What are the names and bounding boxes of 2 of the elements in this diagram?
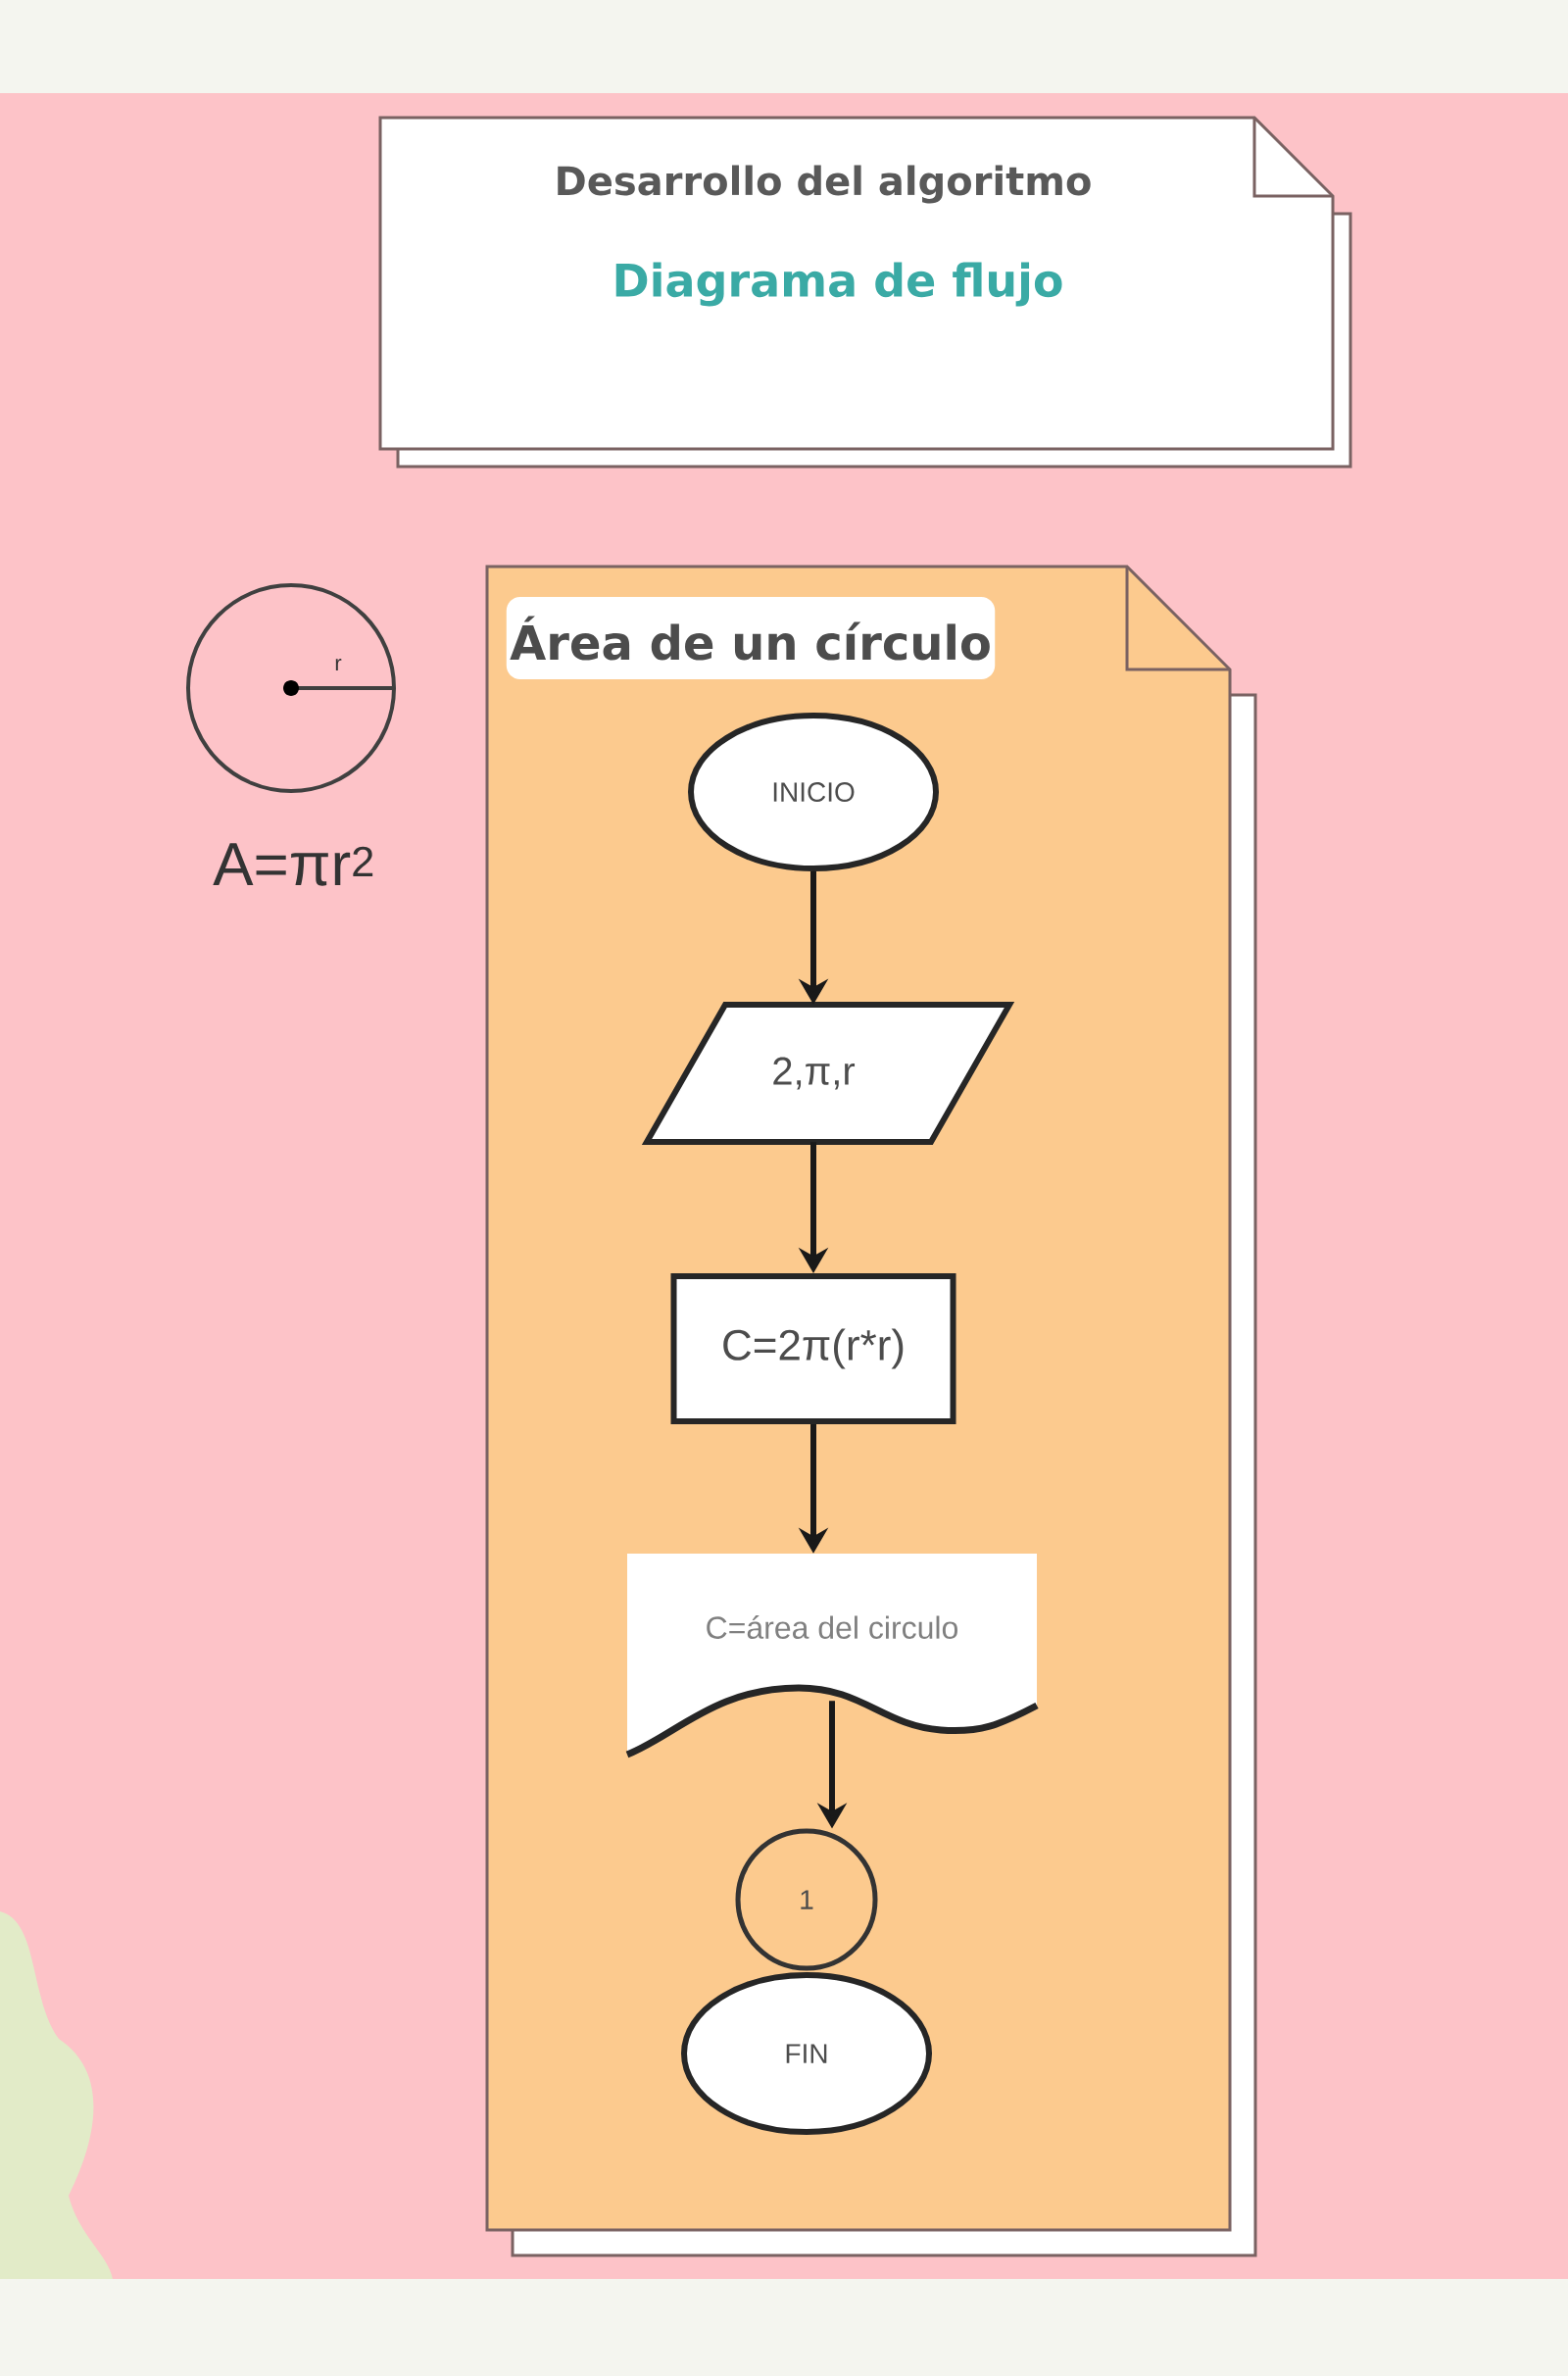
radius-label: r <box>335 659 342 670</box>
formula-label: A=πr$^{2}$ <box>213 843 373 886</box>
